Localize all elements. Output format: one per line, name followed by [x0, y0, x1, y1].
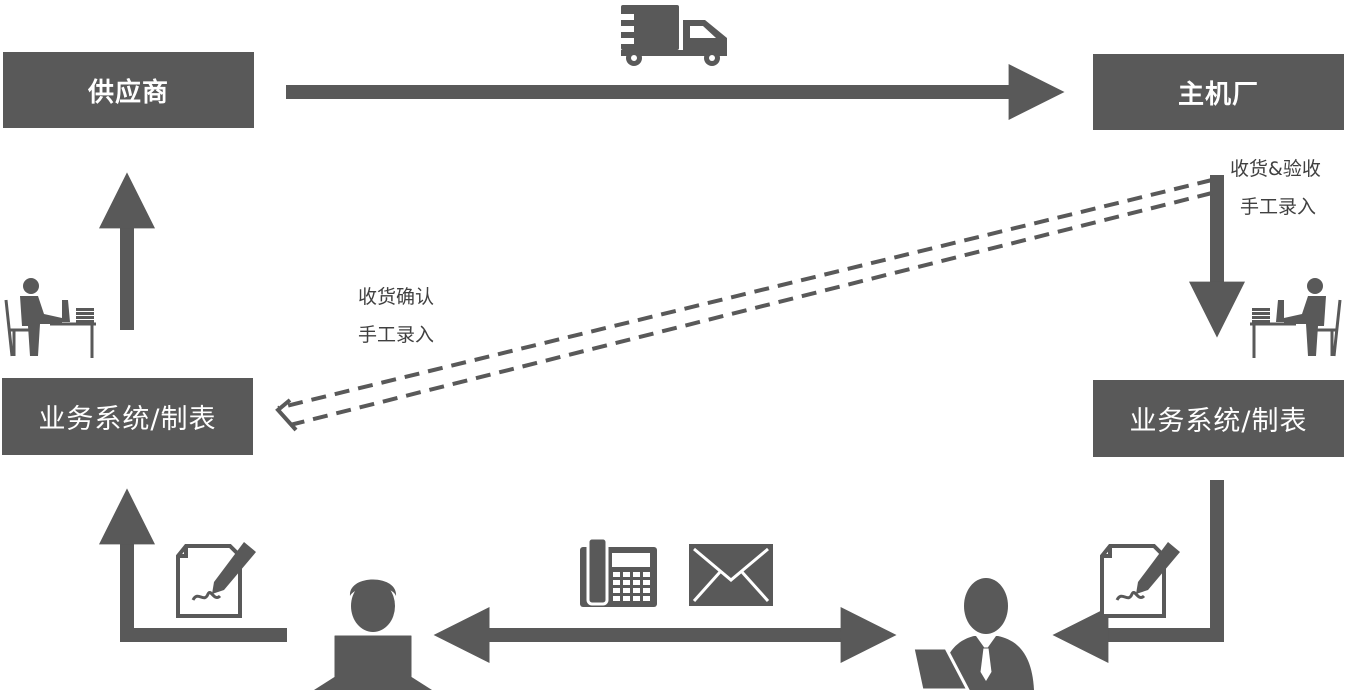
supplier-node-label: 供应商	[87, 77, 169, 108]
envelope-icon	[689, 544, 773, 606]
receive-accept-line2: 手工录入	[1240, 196, 1317, 218]
person-laptop-icon	[314, 579, 432, 690]
right-business-system-node: 业务系统/制表	[1093, 380, 1344, 457]
form-sign-icon	[176, 542, 256, 618]
dashed-line-upper	[277, 178, 1213, 410]
left-business-system-node: 业务系统/制表	[2, 378, 253, 455]
form-sign-icon	[1100, 542, 1180, 618]
oem-node: 主机厂	[1093, 54, 1344, 130]
oem-node-label: 主机厂	[1177, 79, 1259, 110]
receive-accept-note: 收货&验收 手工录入	[1230, 150, 1321, 226]
receive-confirm-line2: 手工录入	[358, 324, 435, 346]
right-business-system-label: 业务系统/制表	[1129, 406, 1308, 437]
receive-confirm-note: 收货确认 手工录入	[358, 278, 434, 354]
desk-worker-icon	[4, 278, 96, 358]
receive-confirm-line1: 收货确认	[358, 286, 435, 308]
truck-icon	[608, 5, 727, 66]
businessman-icon	[911, 578, 1034, 692]
desk-worker-icon	[1250, 278, 1342, 358]
left-business-system-label: 业务系统/制表	[38, 404, 217, 435]
arrow-person-to-left-system	[99, 488, 287, 642]
telephone-icon	[580, 536, 657, 607]
dashed-line-lower	[289, 191, 1213, 427]
receive-accept-line1: 收货&验收	[1230, 158, 1321, 180]
supplier-node: 供应商	[3, 52, 254, 128]
dashed-arrowhead	[275, 398, 298, 432]
arrow-right-system-to-businessman	[1052, 480, 1224, 663]
